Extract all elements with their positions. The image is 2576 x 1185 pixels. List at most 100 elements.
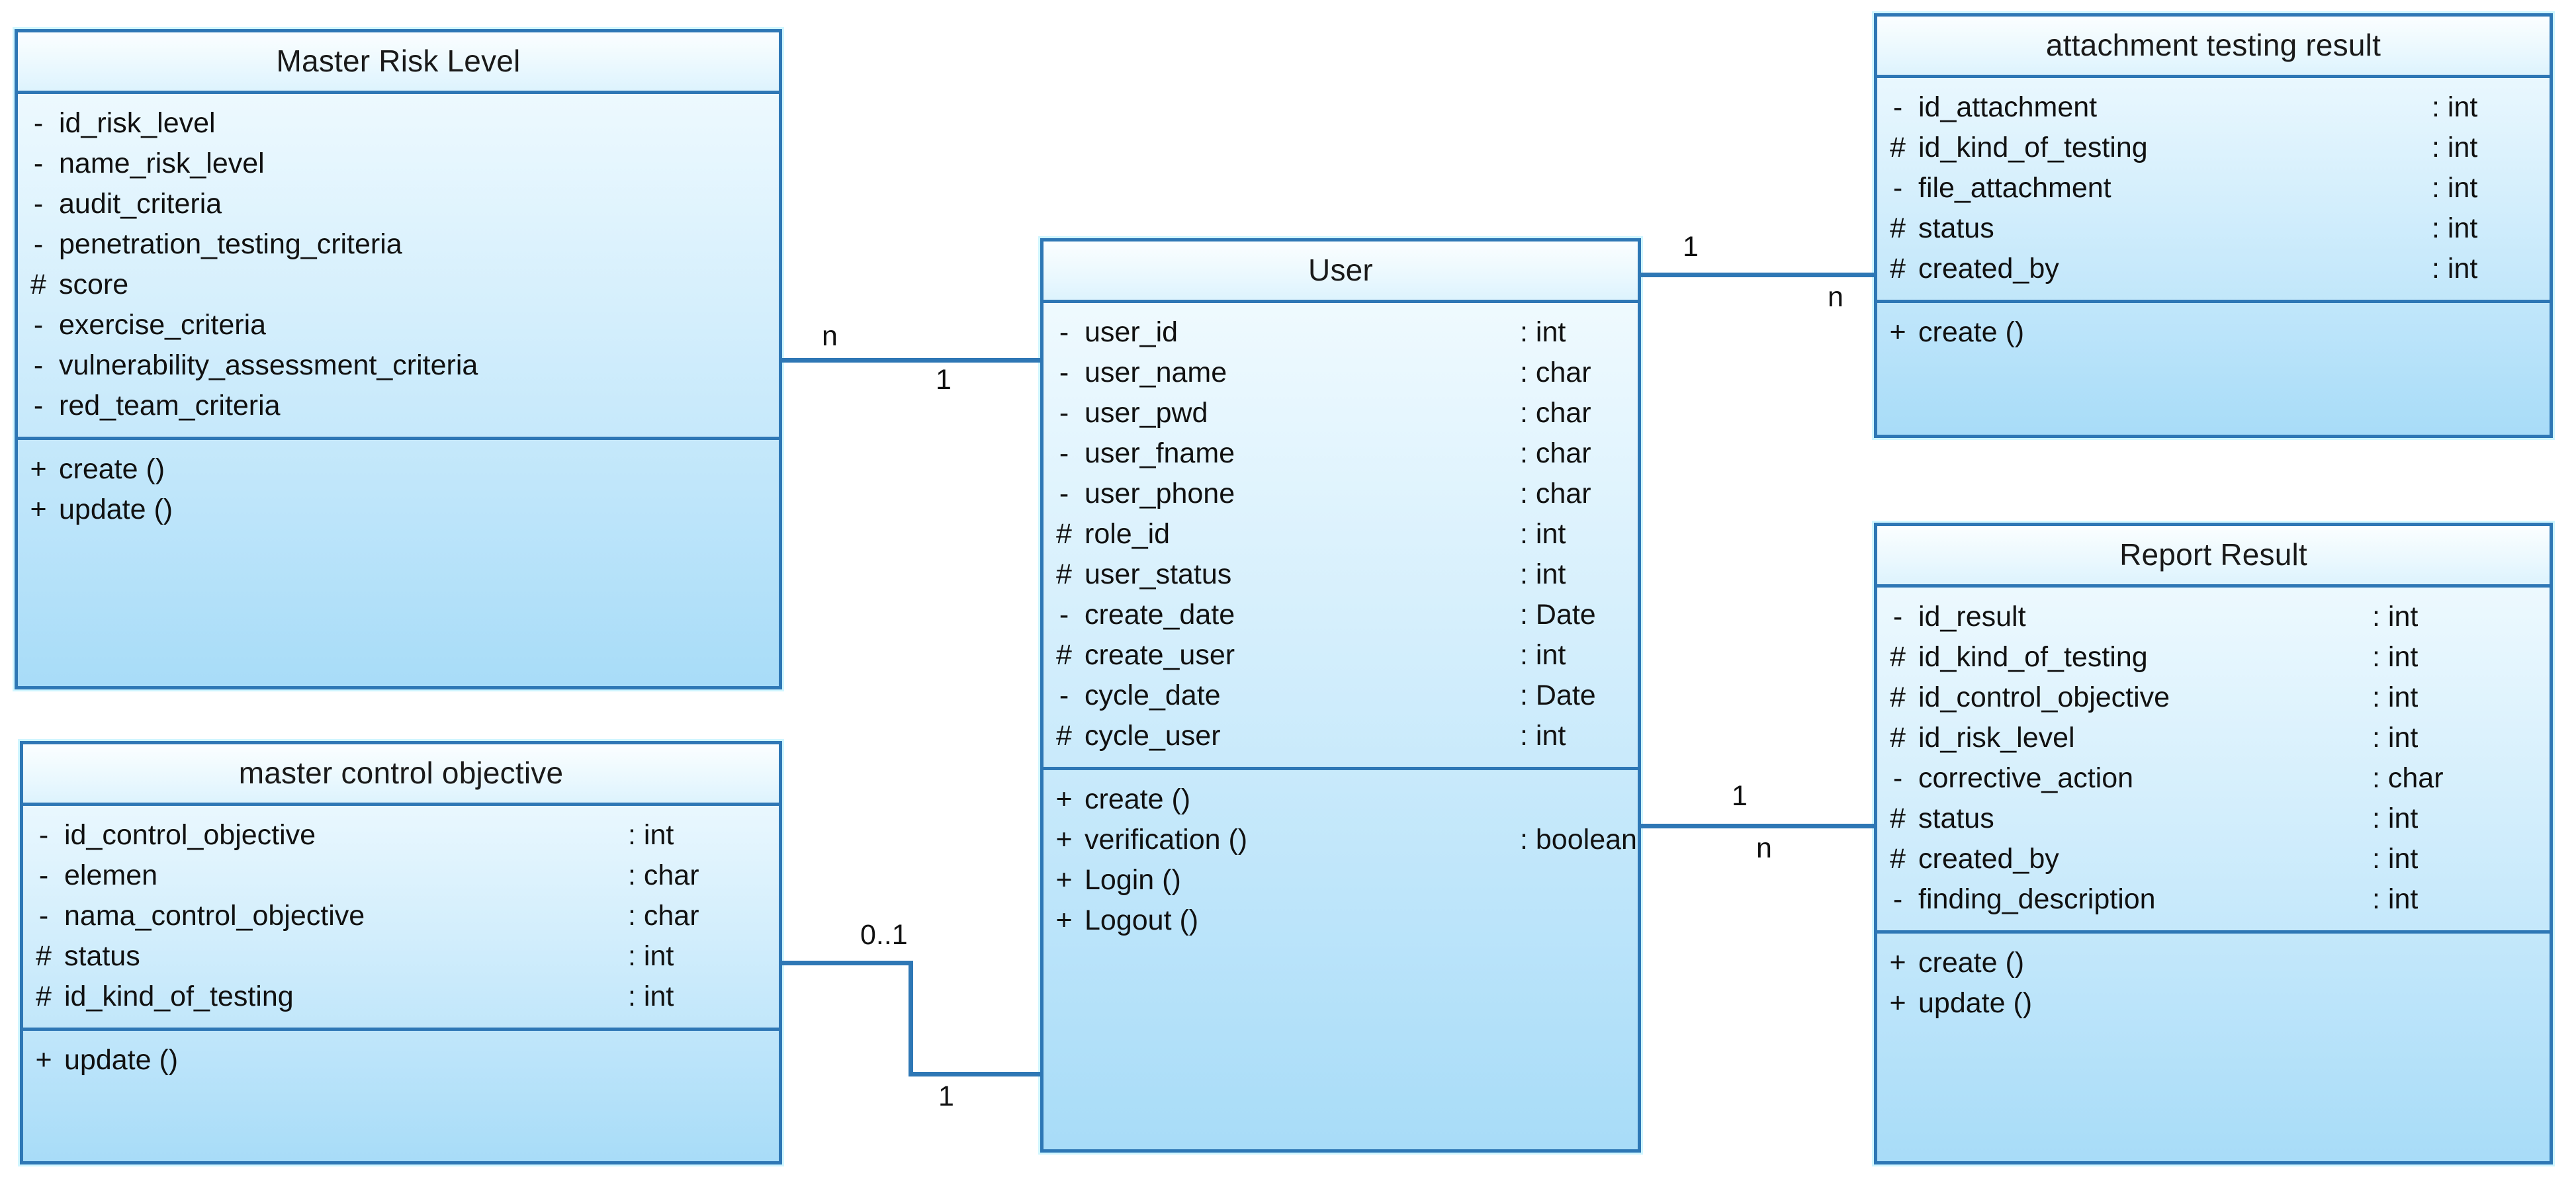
attribute-type: : int (2432, 91, 2478, 123)
attribute-name: create_date (1085, 599, 1235, 631)
method-row: + update () (18, 490, 779, 530)
method-row: + update () (23, 1040, 779, 1080)
visibility-marker: # (1890, 843, 1906, 875)
attribute-row: - id_attachment : int (1877, 87, 2550, 128)
uml-class-user[interactable]: User - user_id : int - user_name : char … (1040, 238, 1641, 1153)
attribute-name: user_name (1085, 357, 1227, 388)
attribute-name: id_risk_level (1918, 722, 2075, 754)
attribute-row: # user_status : int (1044, 554, 1638, 595)
attribute-row: - file_attachment : int (1877, 168, 2550, 208)
visibility-marker: - (38, 819, 49, 851)
attribute-row: # cycle_user : int (1044, 716, 1638, 756)
attribute-row: - cycle_date : Date (1044, 676, 1638, 716)
attribute-row: # id_control_objective : int (1877, 678, 2550, 718)
method-row: + create () (1044, 779, 1638, 820)
visibility-marker: + (1889, 987, 1906, 1019)
visibility-marker: - (1892, 601, 1903, 633)
class-title-attachment-testing-result: attachment testing result (1877, 17, 2550, 78)
visibility-marker: # (36, 981, 52, 1012)
attribute-name: id_result (1918, 601, 2026, 633)
visibility-marker: # (1890, 253, 1906, 285)
attribute-row: - nama_control_objective : char (23, 896, 779, 936)
multiplicity-control-user-target: 1 (938, 1080, 954, 1112)
visibility-marker: - (1059, 357, 1069, 388)
visibility-marker: # (1890, 681, 1906, 713)
attribute-name: name_risk_level (59, 148, 265, 179)
attribute-type: : char (1520, 478, 1591, 509)
multiplicity-user-attachment-target: n (1828, 281, 1843, 313)
visibility-marker: - (33, 309, 44, 341)
attribute-type: : int (1520, 518, 1566, 550)
attribute-row: # status : int (1877, 208, 2550, 249)
attribute-name: user_id (1085, 316, 1178, 348)
attribute-name: exercise_criteria (59, 309, 267, 341)
attribute-name: id_attachment (1918, 91, 2098, 123)
association-line-user-report[interactable] (1641, 824, 1875, 828)
method-name: verification () (1085, 824, 1248, 856)
attribute-type: : char (2372, 762, 2444, 794)
attribute-name: id_risk_level (59, 107, 216, 139)
attribute-name: cycle_user (1085, 720, 1221, 752)
attribute-row: - corrective_action : char (1877, 758, 2550, 799)
visibility-marker: + (30, 494, 47, 525)
method-name: create () (59, 453, 165, 485)
attribute-name: status (1918, 803, 1994, 834)
association-line-risk-user[interactable] (782, 358, 1042, 363)
attribute-type: : int (2372, 601, 2419, 633)
attribute-row: - audit_criteria (18, 184, 779, 224)
attribute-row: - user_id : int (1044, 312, 1638, 353)
method-row: + create () (1877, 943, 2550, 983)
visibility-marker: # (36, 940, 52, 972)
visibility-marker: # (1890, 803, 1906, 834)
method-name: create () (1918, 947, 2025, 979)
visibility-marker: # (1056, 639, 1072, 671)
attribute-name: id_kind_of_testing (64, 981, 294, 1012)
attribute-row: - red_team_criteria (18, 386, 779, 426)
uml-class-attachment-testing-result[interactable]: attachment testing result - id_attachmen… (1874, 13, 2553, 438)
attribute-type: : char (628, 900, 699, 932)
attribute-name: status (64, 940, 140, 972)
attribute-row: # status : int (1877, 799, 2550, 839)
visibility-marker: - (1892, 883, 1903, 915)
uml-class-master-risk-level[interactable]: Master Risk Level - id_risk_level - name… (15, 29, 782, 689)
association-line-user-attachment[interactable] (1641, 273, 1875, 277)
multiplicity-user-report-target: n (1756, 832, 1772, 864)
visibility-marker: - (33, 188, 44, 220)
attribute-name: audit_criteria (59, 188, 222, 220)
attribute-row: - user_pwd : char (1044, 393, 1638, 433)
association-line-control-user-segment-3[interactable] (909, 1072, 1042, 1076)
attribute-type: : char (1520, 357, 1591, 388)
multiplicity-control-user-source: 0..1 (860, 919, 908, 951)
attribute-name: created_by (1918, 843, 2059, 875)
multiplicity-user-attachment-source: 1 (1683, 231, 1699, 263)
visibility-marker: + (1055, 864, 1073, 896)
attributes-section-report-result: - id_result : int # id_kind_of_testing :… (1877, 588, 2550, 934)
uml-class-report-result[interactable]: Report Result - id_result : int # id_kin… (1874, 523, 2553, 1164)
attribute-name: corrective_action (1918, 762, 2134, 794)
association-line-control-user-segment-2[interactable] (909, 961, 913, 1076)
attribute-name: id_control_objective (64, 819, 316, 851)
attribute-name: role_id (1085, 518, 1171, 550)
association-line-control-user-segment-1[interactable] (782, 961, 913, 965)
attributes-section-user: - user_id : int - user_name : char - use… (1044, 303, 1638, 770)
attribute-name: id_kind_of_testing (1918, 641, 2148, 673)
method-return-type: : boolean (1520, 824, 1637, 856)
visibility-marker: - (1059, 478, 1069, 509)
attribute-row: - id_risk_level (18, 103, 779, 144)
attribute-row: # create_user : int (1044, 635, 1638, 676)
visibility-marker: # (30, 269, 46, 300)
attribute-name: cycle_date (1085, 680, 1221, 711)
attribute-row: - finding_description : int (1877, 879, 2550, 920)
uml-class-master-control-objective[interactable]: master control objective - id_control_ob… (20, 741, 782, 1164)
visibility-marker: + (30, 453, 47, 485)
visibility-marker: - (1892, 91, 1903, 123)
attribute-type: : int (2432, 212, 2478, 244)
visibility-marker: # (1890, 132, 1906, 163)
attribute-type: : int (2432, 132, 2478, 163)
attribute-type: : Date (1520, 599, 1596, 631)
attribute-row: # id_kind_of_testing : int (23, 977, 779, 1017)
attribute-name: created_by (1918, 253, 2059, 285)
attribute-type: : int (2432, 172, 2478, 204)
attribute-type: : int (2432, 253, 2478, 285)
